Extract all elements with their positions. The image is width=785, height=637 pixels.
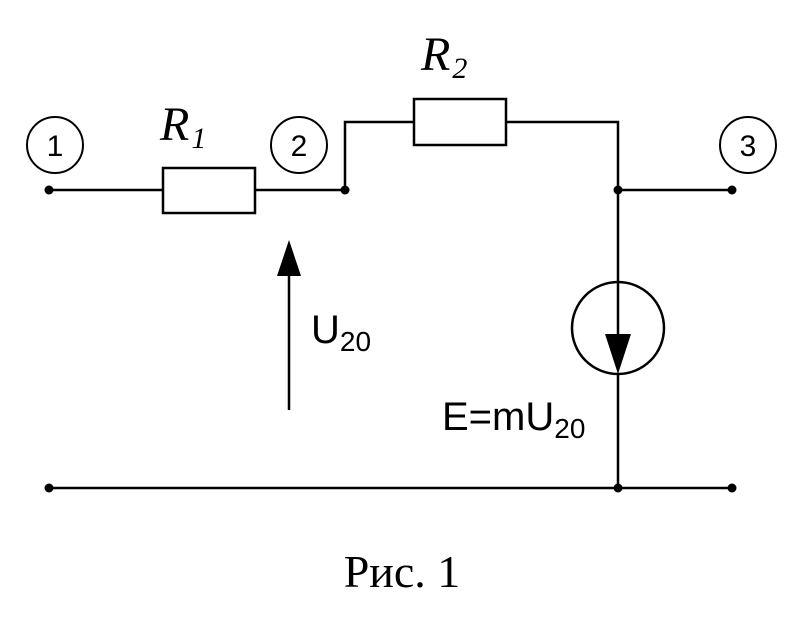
dependent-source [570,280,666,376]
source-prefix: E=mU [442,395,554,439]
junction-dot-bottom [613,483,623,493]
resistor-r1 [161,166,257,215]
terminal-dot-ground-right [727,483,737,493]
terminal-dot-ground-left [44,483,54,493]
junction-dot-top [613,185,623,195]
r1-symbol: R [159,98,189,151]
voltage-label: U20 [311,308,371,357]
node-circle-2 [270,116,328,174]
resistor-r2 [412,97,508,147]
voltage-arrow-head [277,240,301,276]
terminal-dot-2 [340,185,350,195]
terminal-dot-3 [727,185,737,195]
wire-2-r2 [343,120,414,190]
r2-symbol: R [420,28,450,81]
figure-caption: Рис. 1 [344,546,461,597]
node-marker-1: 1 [26,116,84,174]
node-marker-2: 2 [270,116,328,174]
source-label: E=mU20 [442,395,585,444]
node-label-3: 3 [740,130,757,163]
source-arrow-head [605,334,631,374]
wire-r2-junction [506,120,620,190]
voltage-arrow [277,240,301,410]
node-label-2: 2 [291,130,308,163]
node-label-1: 1 [47,130,64,163]
r1-subscript: 1 [191,122,206,155]
node-circle-3 [719,116,777,174]
junction-dots [44,185,737,493]
terminal-dot-1 [44,185,54,195]
node-circle-1 [26,116,84,174]
source-subscript: 20 [554,413,585,444]
r2-label: R2 [420,28,467,85]
voltage-subscript: 20 [340,326,371,357]
r1-label: R1 [159,98,206,155]
r2-subscript: 2 [452,52,467,85]
voltage-symbol: U [311,308,340,352]
node-marker-3: 3 [719,116,777,174]
